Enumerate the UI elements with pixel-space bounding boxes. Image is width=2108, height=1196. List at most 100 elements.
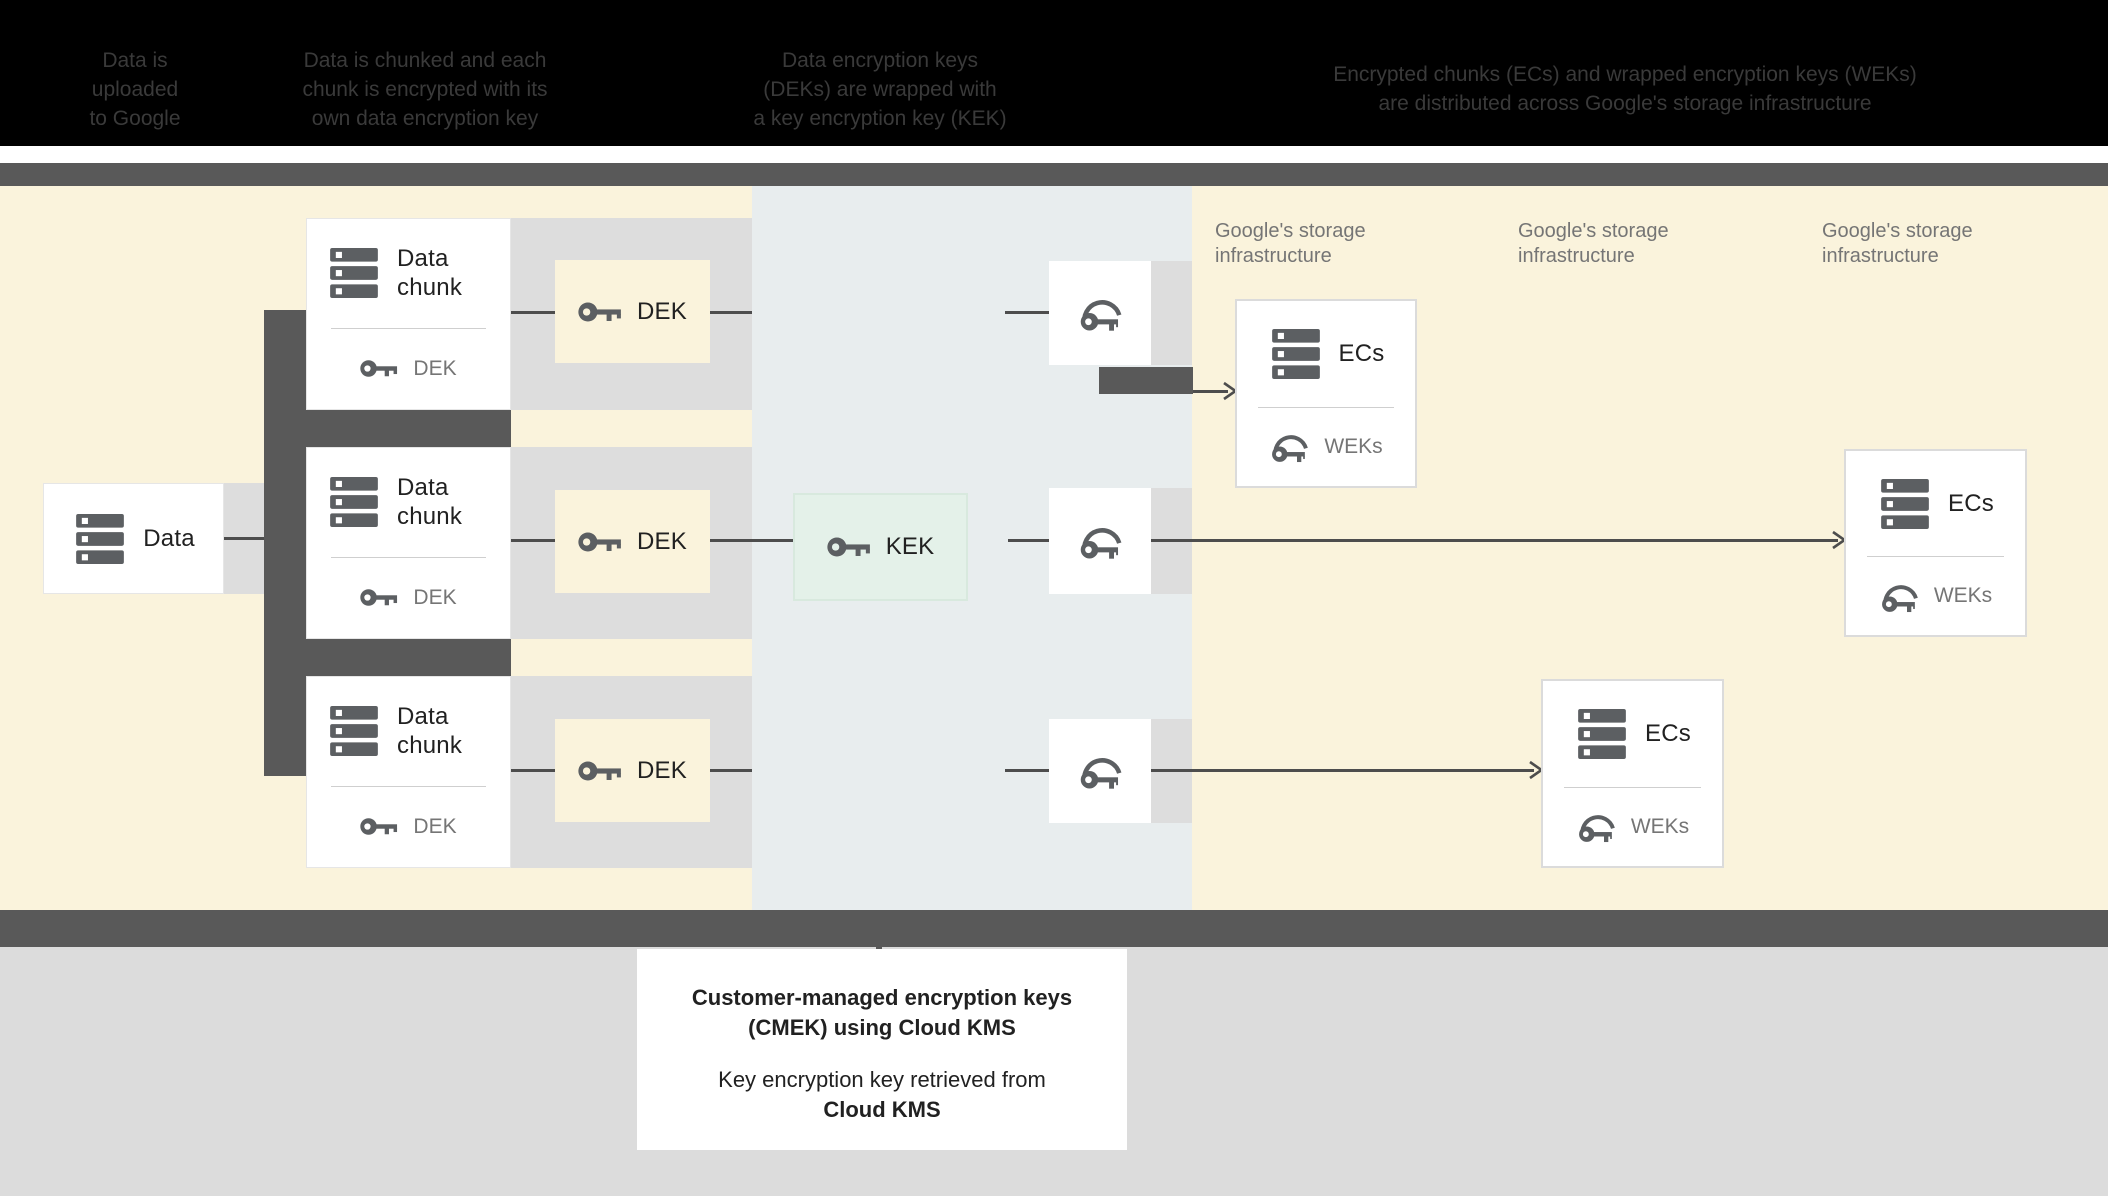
data-chunk-key-label: DEK bbox=[413, 814, 457, 838]
header-step-2-line: Data is chunked and each bbox=[303, 49, 547, 72]
data-chunk-title: Data chunk bbox=[397, 474, 463, 531]
header-step-3-line: a key encryption key (KEK) bbox=[753, 107, 1007, 130]
storage-icon bbox=[72, 514, 128, 564]
arrow3-shaft bbox=[1151, 769, 1534, 772]
header-step-1-line: Data is bbox=[102, 49, 168, 72]
header-separator bbox=[0, 146, 2108, 163]
wrapped-key-icon bbox=[1269, 428, 1309, 465]
storage-icon bbox=[326, 706, 382, 756]
header-step-3-line: Data encryption keys bbox=[781, 49, 979, 72]
data-chunk-title: Data chunk bbox=[397, 245, 463, 302]
connector-dek2-kek bbox=[710, 539, 793, 542]
connector-data-to-trunk bbox=[224, 537, 264, 540]
header-band bbox=[0, 0, 2108, 146]
key-icon bbox=[578, 530, 622, 554]
header-step-4-line: Encrypted chunks (ECs) and wrapped encry… bbox=[1333, 63, 1917, 86]
key-icon bbox=[360, 358, 398, 379]
card-divider bbox=[331, 556, 486, 558]
chunk-fanout-trunk bbox=[264, 310, 307, 776]
wrapped-key-box-3 bbox=[1049, 719, 1151, 823]
ecs-box-3: ECs WEKs bbox=[1541, 679, 1724, 868]
data-box-label: Data bbox=[143, 524, 195, 552]
caption-body-line: Cloud KMS bbox=[823, 1097, 941, 1122]
arrow1-shaft bbox=[1193, 390, 1228, 393]
header-step-3-line: (DEKs) are wrapped with bbox=[763, 78, 997, 101]
ecs-title: ECs bbox=[1338, 339, 1385, 367]
header-step-1: Data is uploaded to Google bbox=[30, 46, 240, 133]
caption-body-line: Key encryption key retrieved from bbox=[718, 1067, 1046, 1092]
ecs-box-2: ECs WEKs bbox=[1844, 449, 2027, 637]
data-chunk-title: Data chunk bbox=[397, 703, 463, 760]
caption-box: Customer-managed encryption keys (CMEK) … bbox=[637, 949, 1127, 1150]
connector-wrap3-in bbox=[1005, 769, 1049, 772]
kek-box: KEK bbox=[793, 493, 968, 601]
top-gray-bar bbox=[0, 163, 2108, 186]
data-chunk-box-2: Data chunk DEK bbox=[306, 447, 511, 639]
kek-label: KEK bbox=[885, 533, 935, 560]
storage-icon bbox=[1877, 479, 1933, 529]
bottom-gray-bar bbox=[0, 910, 2108, 947]
storage-icon bbox=[326, 248, 382, 298]
caption-connector-notch bbox=[876, 938, 882, 950]
data-chunk-box-1: Data chunk DEK bbox=[306, 218, 511, 410]
connector-dek3-out bbox=[710, 769, 752, 772]
storage-infrastructure-label-3: Google's storage infrastructure bbox=[1822, 220, 1973, 267]
caption-title-line: Customer-managed encryption keys bbox=[691, 985, 1073, 1010]
ecs-key-label: WEKs bbox=[1630, 814, 1690, 838]
chunk-fanout-bar-2 bbox=[307, 639, 511, 676]
header-step-3: Data encryption keys (DEKs) are wrapped … bbox=[715, 46, 1045, 133]
storage-icon bbox=[1574, 709, 1630, 759]
ecs-box-1: ECs WEKs bbox=[1235, 299, 1417, 488]
header-step-2-line: own data encryption key bbox=[311, 107, 539, 130]
wrapped-key-box-1 bbox=[1049, 261, 1151, 365]
dek-box-3: DEK bbox=[555, 719, 710, 822]
key-icon bbox=[578, 759, 622, 783]
wrapped-key-icon bbox=[1077, 292, 1123, 334]
card-divider bbox=[1564, 786, 1701, 788]
header-step-1-line: uploaded bbox=[91, 78, 179, 101]
wrapped-key-icon bbox=[1077, 520, 1123, 562]
wrap1-backing-panel bbox=[1151, 261, 1192, 365]
connector-kek-wrap2 bbox=[1008, 539, 1049, 542]
wrapped-key-icon bbox=[1077, 750, 1123, 792]
header-step-2-line: chunk is encrypted with its bbox=[302, 78, 548, 101]
header-step-1-line: to Google bbox=[89, 107, 181, 130]
wrapped-key-box-2 bbox=[1049, 488, 1151, 594]
ecs-key-label: WEKs bbox=[1324, 434, 1383, 458]
dek-box-1: DEK bbox=[555, 260, 710, 363]
connector-chunk1-dek1 bbox=[511, 311, 555, 314]
ecs-title: ECs bbox=[1948, 489, 1994, 517]
dek-box-2: DEK bbox=[555, 490, 710, 593]
card-divider bbox=[331, 327, 486, 329]
arrow2-shaft bbox=[1151, 539, 1838, 542]
card-divider bbox=[331, 785, 486, 787]
wrapped-key-icon bbox=[1576, 808, 1616, 845]
data-box: Data bbox=[43, 483, 224, 594]
storage-infrastructure-label-1: Google's storage infrastructure bbox=[1215, 220, 1366, 267]
storage-icon bbox=[1268, 329, 1324, 379]
connector-dek1-out bbox=[710, 311, 752, 314]
wrap1-output-elbow bbox=[1099, 367, 1193, 394]
key-icon bbox=[360, 587, 398, 608]
dek-label: DEK bbox=[637, 756, 687, 784]
connector-chunk2-dek2 bbox=[511, 539, 555, 542]
key-icon bbox=[827, 535, 871, 559]
card-divider bbox=[1258, 406, 1394, 408]
card-divider bbox=[1867, 556, 2004, 558]
header-step-2: Data is chunked and each chunk is encryp… bbox=[260, 46, 590, 133]
key-icon bbox=[578, 300, 622, 324]
dek-label: DEK bbox=[637, 297, 687, 325]
caption-spacer bbox=[637, 1043, 1127, 1065]
data-chunk-box-3: Data chunk DEK bbox=[306, 676, 511, 868]
storage-icon bbox=[326, 477, 382, 527]
header-step-4-line: are distributed across Google's storage … bbox=[1378, 92, 1872, 115]
header-step-4: Encrypted chunks (ECs) and wrapped encry… bbox=[1280, 60, 1970, 118]
storage-infrastructure-label-2: Google's storage infrastructure bbox=[1518, 220, 1669, 267]
connector-chunk3-dek3 bbox=[511, 769, 555, 772]
key-icon bbox=[360, 816, 398, 837]
wrapped-key-icon bbox=[1879, 578, 1919, 615]
dek-label: DEK bbox=[637, 527, 687, 555]
ecs-title: ECs bbox=[1645, 719, 1691, 747]
data-chunk-key-label: DEK bbox=[413, 356, 457, 380]
